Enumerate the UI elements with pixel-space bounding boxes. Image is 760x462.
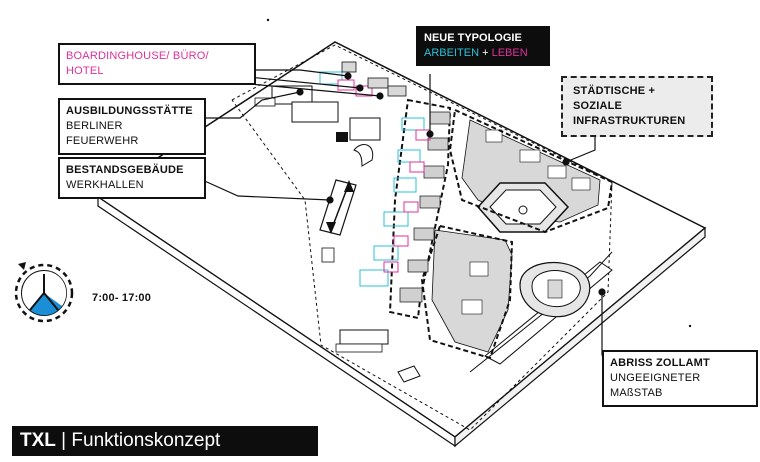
abriss-zone-outline [420,224,514,360]
bestand-title: BESTANDSGEBÄUDE [66,164,184,176]
infra-line1: STÄDTISCHE + SOZIALE [573,85,656,112]
site-base-front-right [454,226,706,448]
footer-title: Funktionskonzept [71,430,221,451]
bestand-label: BESTANDSGEBÄUDE WERKHALLEN [58,157,206,199]
ausbildung-label: AUSBILDUNGSSTÄTTE BERLINER FEUERWEHR [58,98,206,155]
infra-line2: INFRASTRUKTUREN [573,115,686,127]
dot-mark [688,324,692,328]
boardinghouse-buildings [319,61,407,97]
clock-icon [14,262,74,323]
typology-buildings [399,111,451,303]
infra-label: STÄDTISCHE + SOZIALE INFRASTRUKTUREN [561,76,713,137]
dot-mark [266,18,270,22]
werkhallen-building [319,144,374,263]
footer-code: TXL [20,430,56,451]
abriss-title: ABRISS ZOLLAMT [610,357,710,369]
bestand-subtitle: WERKHALLEN [66,179,144,191]
typologie-title: NEUE TYPOLOGIE [424,32,522,44]
typologie-plus: + [482,47,489,59]
typologie-label: NEUE TYPOLOGIE ARBEITEN + LEBEN [416,26,550,66]
boardinghouse-label: BOARDINGHOUSE/ BÜRO/ HOTEL [58,43,256,85]
time-text: 7:00- 17:00 [92,292,152,304]
ausbildung-subtitle: BERLINER FEUERWEHR [66,120,139,147]
footer-separator: | [61,430,67,451]
footer-title-bar: TXL | Funktionskonzept [12,426,318,456]
hexagon-courtyard [476,182,570,233]
road-curb [469,251,613,373]
oval-building [519,262,591,318]
new-typology-volumes [359,117,431,287]
ausbildung-title: AUSBILDUNGSSTÄTTE [66,105,193,117]
boardinghouse-text: BOARDINGHOUSE/ BÜRO/ HOTEL [66,50,209,77]
abriss-label: ABRISS ZOLLAMT UNGEEIGNETER MAßSTAB [602,350,758,407]
typologie-leben: LEBEN [491,47,528,59]
infra-zone-outline [448,108,614,234]
abriss-subtitle: UNGEEIGNETER MAßSTAB [610,372,701,399]
typologie-arbeiten: ARBEITEN [424,47,480,59]
south-buildings [335,329,421,383]
time-label: 7:00- 17:00 [92,291,151,306]
site-boundary [231,44,613,431]
